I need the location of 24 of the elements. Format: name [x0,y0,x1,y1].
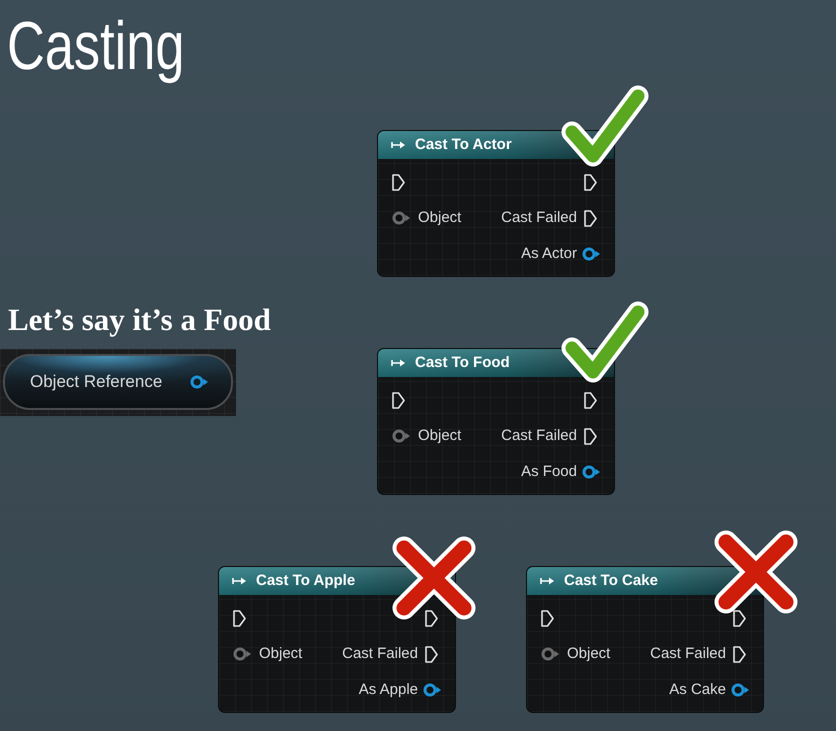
pin-label: Object [418,427,462,445]
cast-node [527,567,763,712]
variable-node [3,354,233,410]
pin-label: Cast Failed [501,209,577,227]
node-title: Cast To Food [415,354,510,372]
subtitle: Let’s say it’s a Food [8,302,271,338]
node-title: Cast To Apple [256,572,356,590]
pin-label: As Cake [669,681,726,699]
pin-label: Object [418,209,462,227]
node-title: Object Reference [30,372,162,392]
pin-label: Cast Failed [650,645,726,663]
cast-node [219,567,455,712]
slide-title: Casting [7,8,185,84]
node-title: Cast To Actor [415,136,512,154]
pin-label: Cast Failed [342,645,418,663]
pin-label: As Actor [521,245,577,263]
pin-label: Object [567,645,610,663]
cast-node [378,349,614,494]
node-title: Cast To Cake [564,572,658,590]
cast-node [378,131,614,276]
pin-label: Cast Failed [501,427,577,445]
pin-label: As Apple [358,681,418,699]
pin-label: Object [259,645,302,663]
pin-label: As Food [521,463,577,481]
